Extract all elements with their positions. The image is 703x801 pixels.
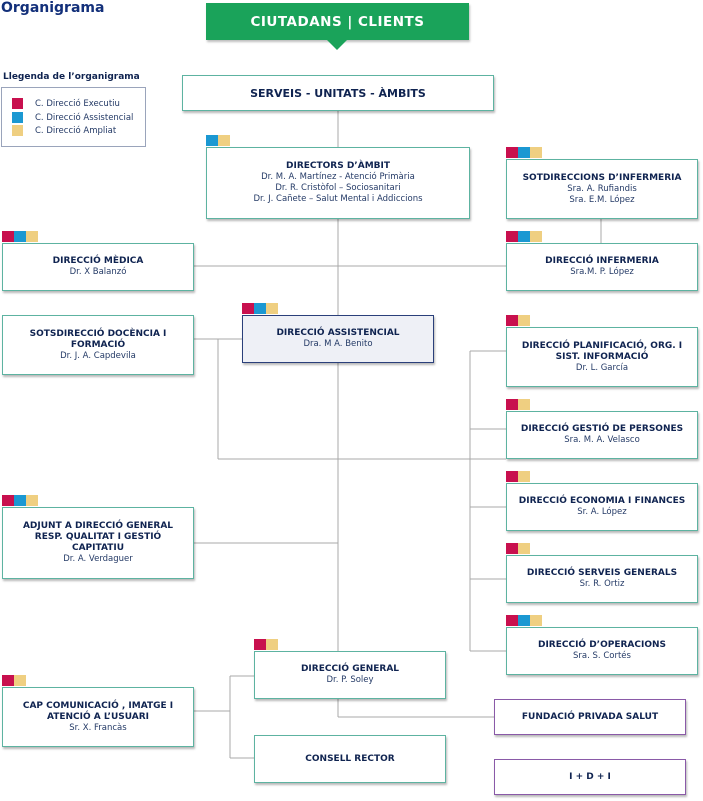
legend-swatch-assistencial: [12, 112, 23, 123]
box-directors-ambit: DIRECTORS D’ÀMBIT Dr. M. A. Martínez - A…: [206, 147, 470, 219]
tag-dir-serv: [506, 543, 530, 554]
tag-dir-asist: [242, 303, 278, 314]
tag-dir-pers: [506, 399, 530, 410]
box-direccio-assistencial: DIRECCIÓ ASSISTENCIAL Dra. M A. Benito: [242, 315, 434, 363]
box-direccio-operacions: DIRECCIÓ D’OPERACIONS Sra. S. Cortés: [506, 627, 698, 675]
legend-item-assistencial: C. Direcció Assistencial: [12, 112, 133, 123]
tag-cap-com: [2, 675, 26, 686]
legend-swatch-ampliat: [12, 125, 23, 136]
box-fundacio-privada-salut: FUNDACIÓ PRIVADA SALUT: [494, 699, 686, 735]
legend-item-ampliat: C. Direcció Ampliat: [12, 125, 116, 136]
box-direccio-infermeria: DIRECCIÓ INFERMERIA Sra.M. P. López: [506, 243, 698, 291]
box-direccio-medica: DIRECCIÓ MÈDICA Dr. X Balanzó: [2, 243, 194, 291]
tag-adjunt: [2, 495, 38, 506]
tag-sotdir-inf: [506, 147, 542, 158]
legend: [1, 87, 146, 147]
box-i-d-i: I + D + I: [494, 759, 686, 795]
box-direccio-general: DIRECCIÓ GENERAL Dr. P. Soley: [254, 651, 446, 699]
box-cap-comunicacio: CAP COMUNICACIÓ , IMATGE I ATENCIÓ A L’U…: [2, 687, 194, 747]
box-direccio-serveis-generals: DIRECCIÓ SERVEIS GENERALS Sr. R. Ortiz: [506, 555, 698, 603]
box-sotsdireccio-docencia: SOTSDIRECCIÓ DOCÈNCIA I FORMACIÓ Dr. J. …: [2, 315, 194, 375]
tag-dir-gen: [254, 639, 278, 650]
legend-swatch-executiu: [12, 98, 23, 109]
legend-title: Llegenda de l’organigrama: [3, 72, 140, 82]
box-direccio-economia: DIRECCIÓ ECONOMIA I FINANCES Sr. A. Lópe…: [506, 483, 698, 531]
tag-directors: [206, 135, 230, 146]
tag-dir-oper: [506, 615, 542, 626]
tag-dir-plan: [506, 315, 530, 326]
ciutadans-clients-banner: CIUTADANS | CLIENTS: [206, 3, 469, 50]
tag-dir-medica: [2, 231, 38, 242]
box-consell-rector: CONSELL RECTOR: [254, 735, 446, 783]
tag-dir-inf: [506, 231, 542, 242]
box-adjunt-direccio-general: ADJUNT A DIRECCIÓ GENERAL RESP. QUALITAT…: [2, 507, 194, 579]
box-serveis: SERVEIS - UNITATS - ÀMBITS: [182, 75, 494, 111]
box-direccio-gestio-persones: DIRECCIÓ GESTIÓ DE PERSONES Sra. M. A. V…: [506, 411, 698, 459]
tag-dir-econ: [506, 471, 530, 482]
page-title: Organigrama: [1, 0, 105, 16]
box-sotdireccions-infermeria: SOTDIRECCIONS D’INFERMERIA Sra. A. Rufia…: [506, 159, 698, 219]
legend-item-executiu: C. Direcció Executiu: [12, 98, 120, 109]
box-direccio-planificacio: DIRECCIÓ PLANIFICACIÓ, ORG. I SIST. INFO…: [506, 327, 698, 387]
